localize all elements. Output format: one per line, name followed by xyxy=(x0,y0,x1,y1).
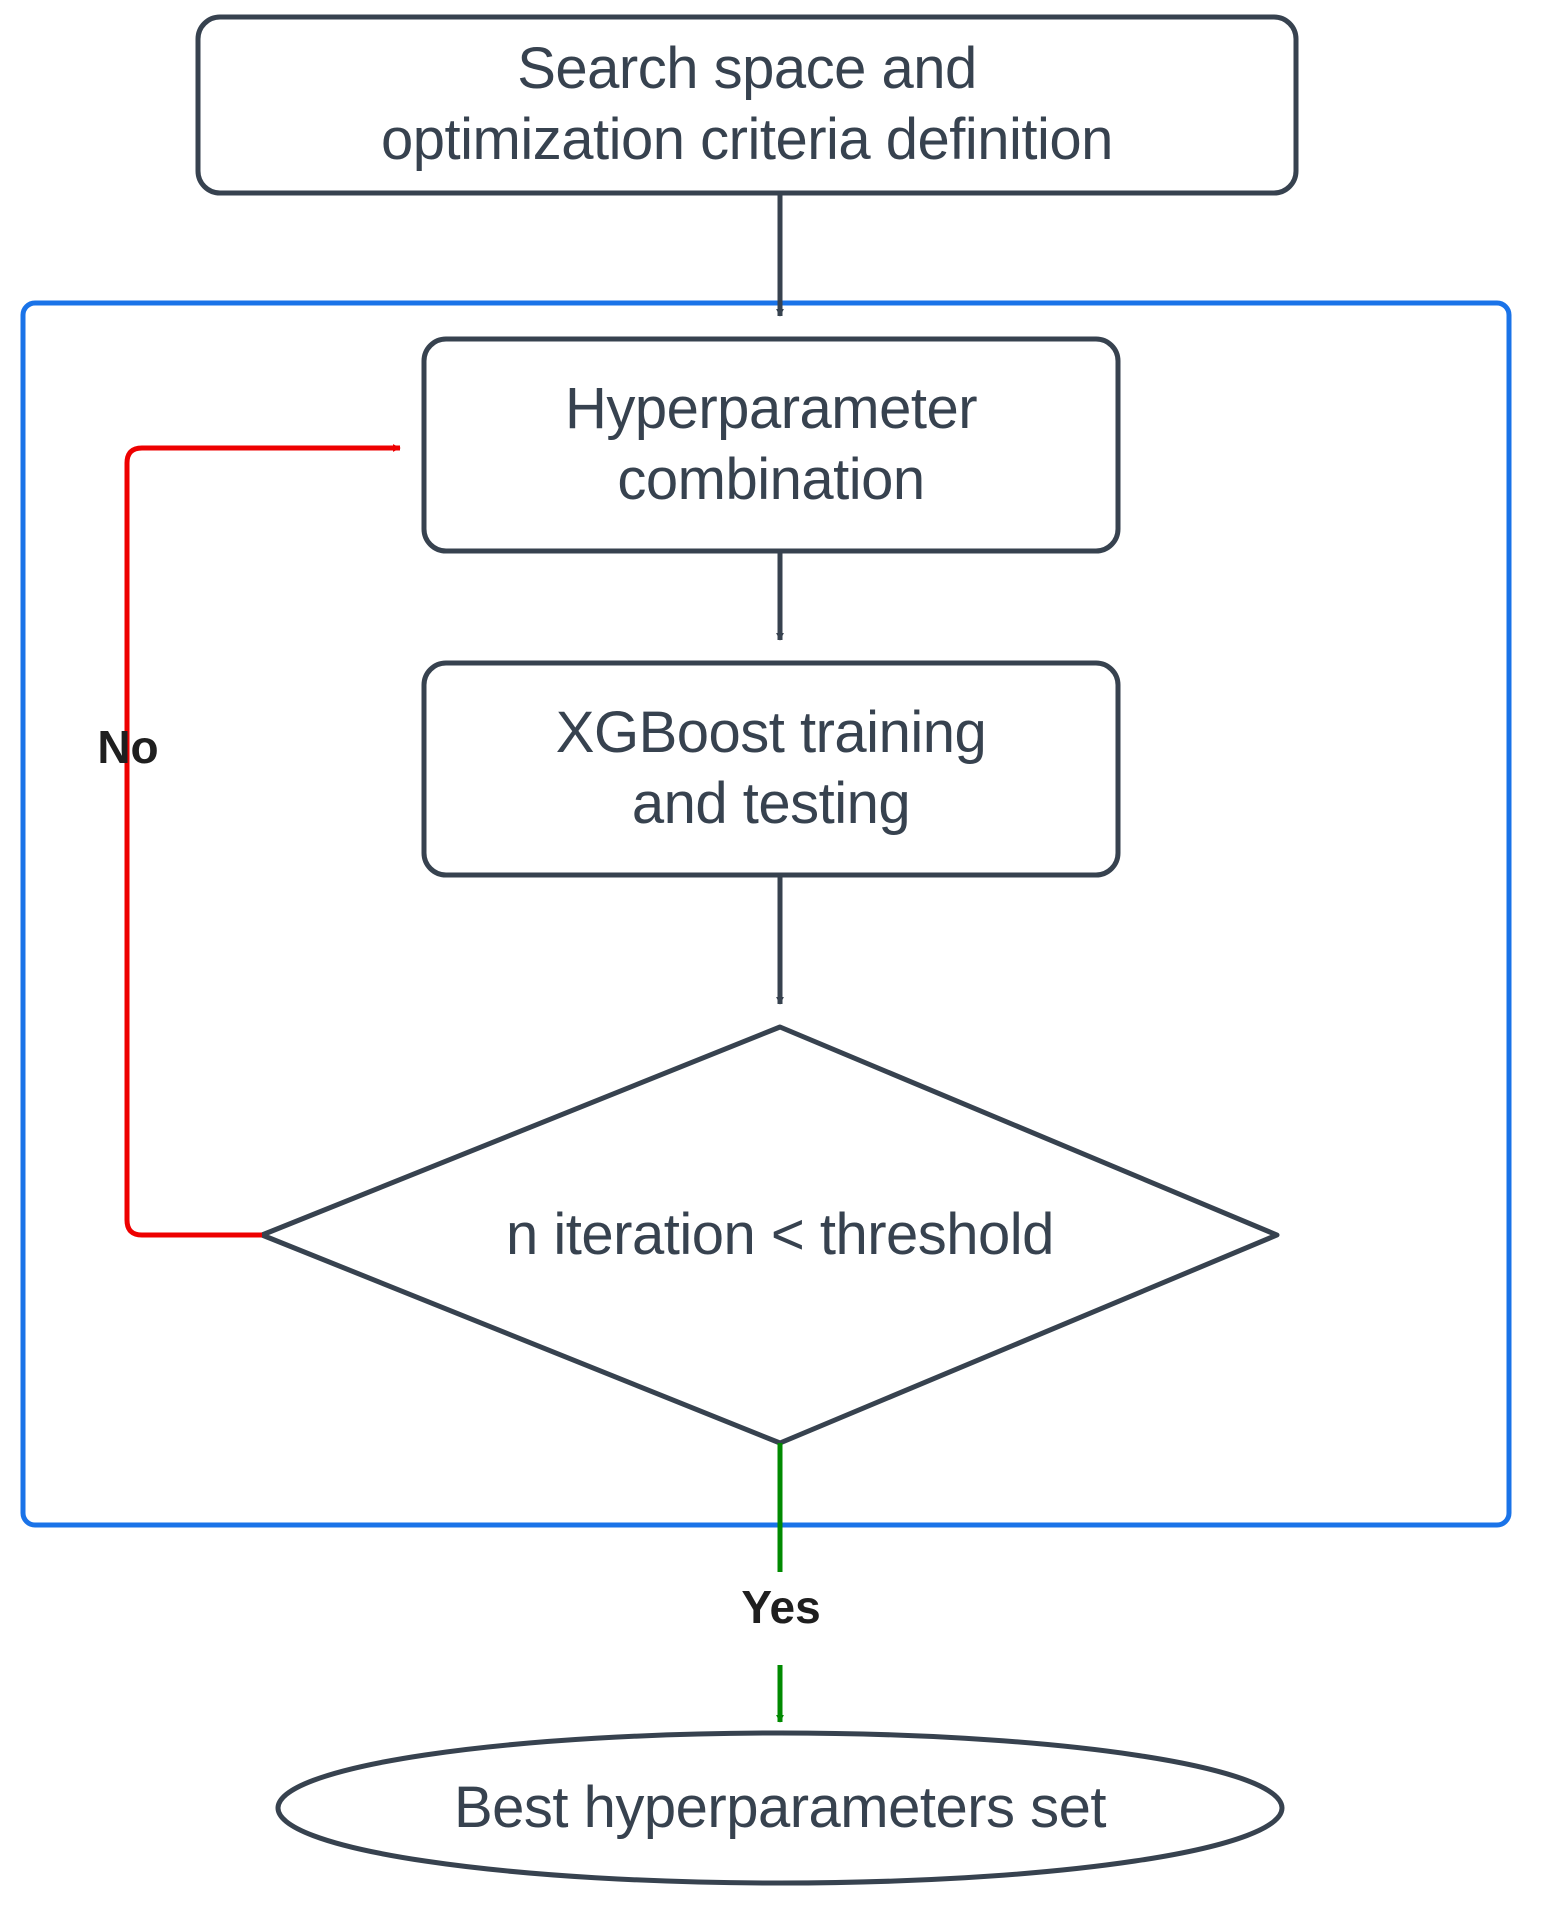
edge-label-no: No xyxy=(97,721,159,773)
node-iteration-decision[interactable] xyxy=(430,1160,1130,1310)
node-hyperparameter-combination-shape[interactable] xyxy=(421,336,1121,554)
node-hyperparameter-combination[interactable] xyxy=(424,339,1118,551)
node-xgboost-training-shape[interactable] xyxy=(421,660,1121,878)
node-best-hyperparameters[interactable] xyxy=(278,1733,1282,1883)
node-xgboost-training[interactable] xyxy=(424,663,1118,875)
node-search-space[interactable] xyxy=(198,17,1296,193)
edge-label-yes: Yes xyxy=(741,1581,821,1633)
optimization-loop-group-border xyxy=(20,300,1512,1528)
node-search-space-shape[interactable] xyxy=(195,14,1299,196)
node-best-hyperparameters-shape[interactable] xyxy=(275,1730,1285,1886)
edge-decision-no-loop xyxy=(124,444,401,1238)
